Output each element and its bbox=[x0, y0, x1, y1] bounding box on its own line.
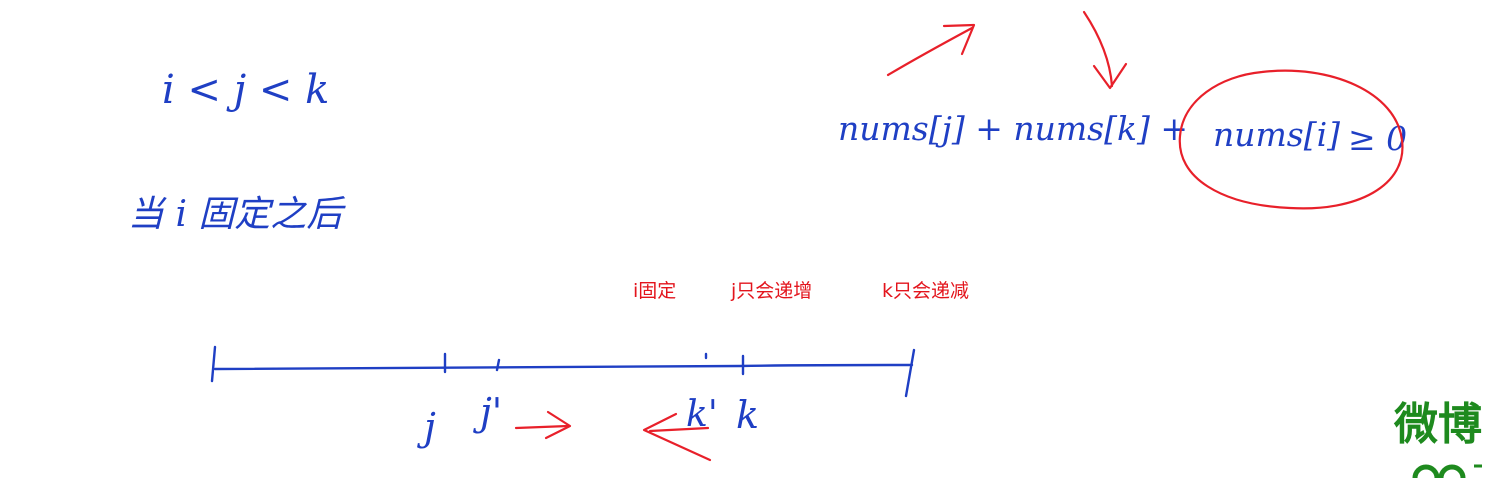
highlight-circle bbox=[1178, 69, 1404, 210]
label-j-increase: j只会递增 bbox=[731, 280, 813, 302]
inequality-expression: nums[j] + nums[k] + nums[i] ≥ 0 bbox=[838, 109, 1407, 158]
order-relation-text: i < j < k bbox=[162, 67, 329, 113]
arrow-right-icon bbox=[514, 410, 572, 440]
number-line bbox=[210, 345, 916, 398]
arrow-up-right-icon bbox=[886, 23, 976, 77]
label-k-decrease: k只会递减 bbox=[882, 280, 970, 302]
note-left-text: 当 i 固定之后 bbox=[128, 194, 346, 235]
inequality-prefix: nums[j] + nums[k] + bbox=[838, 109, 1188, 148]
axis-label-j: j bbox=[417, 405, 436, 449]
weibo-watermark: 微博 bbox=[1394, 399, 1482, 450]
axis-label-k: k bbox=[736, 393, 759, 437]
axis-label-j-prime: j' bbox=[473, 390, 502, 434]
arrow-down-icon bbox=[1082, 10, 1128, 90]
label-i-fixed: i固定 bbox=[633, 280, 677, 302]
weibo-logo-icon bbox=[1412, 464, 1482, 478]
tick-j-prime bbox=[495, 358, 501, 372]
arrow-left-icon bbox=[642, 412, 712, 462]
inequality-circled-term: nums[i] bbox=[1213, 115, 1340, 154]
